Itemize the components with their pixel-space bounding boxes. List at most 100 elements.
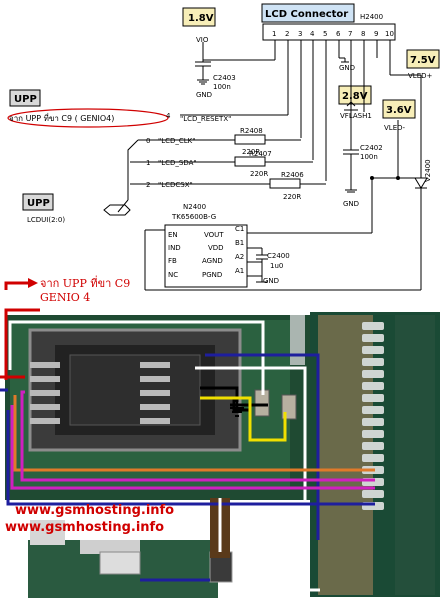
connector-title: LCD Connector	[265, 9, 348, 20]
chip-pin-vdd: VDD	[208, 244, 224, 252]
gnd-label-4: GND	[263, 277, 279, 285]
flex-pad	[362, 346, 384, 354]
cap-c2403-name: C2403	[213, 74, 236, 82]
chip-part: TK65600B-G	[171, 213, 216, 221]
connector-pads-right	[140, 362, 170, 424]
chip-pad-b1: B1	[235, 239, 244, 247]
connector-pin-number: 4	[310, 30, 315, 38]
flex-pad	[362, 382, 384, 390]
csx-label: "LCDCSX"	[158, 181, 193, 189]
watermark-line2: www.gsmhosting.info	[5, 520, 164, 535]
led-ref: V2400	[424, 159, 432, 182]
voltage-tag-1v8: 1.8V	[188, 13, 214, 24]
voltage-tag-7v5: 7.5V	[410, 55, 436, 66]
photo-ground-symbol	[230, 402, 244, 417]
flex-pad	[362, 322, 384, 330]
connector-pin-number: 6	[336, 30, 341, 38]
cap-c2400-value: 1u0	[270, 262, 283, 270]
connector-pin-number: 2	[285, 30, 289, 38]
connector-pin-number: 5	[323, 30, 327, 38]
connector-pin-number: 3	[298, 30, 302, 38]
chip-pin-ind: IND	[168, 244, 181, 252]
flex-pad	[362, 334, 384, 342]
chip-pin-agnd: AGND	[202, 257, 223, 265]
upp-tag-1	[9, 89, 41, 107]
flex-cable-pads	[362, 322, 384, 510]
pcb-pad	[30, 376, 60, 382]
genio4-note: จาก UPP ที่ขา C9 ( GENIO4)	[9, 112, 114, 123]
photo-note-line1: จาก UPP ที่ขา C9	[40, 275, 130, 290]
csx-pin: 2	[146, 181, 150, 189]
chip-pin-vout: VOUT	[204, 231, 224, 239]
schematic-labels: 1.8V LCD Connector H2400 VIO C2403 100n …	[9, 9, 436, 285]
flex-pad	[362, 418, 384, 426]
vio-label: VIO	[196, 36, 209, 44]
connector-pin-number: 1	[272, 30, 276, 38]
r2406-value: 220R	[283, 193, 301, 201]
connector-ref: H2400	[360, 13, 383, 21]
pcb-pad	[30, 404, 60, 410]
pcb-pad	[30, 362, 60, 368]
arrow-head	[28, 278, 38, 288]
vflash-label: VFLASH1	[340, 112, 372, 120]
lcdui-label: LCDUI(2:0)	[27, 216, 65, 224]
schematic	[103, 3, 440, 291]
chip-ref: N2400	[183, 203, 206, 211]
sda-label: "LCD_SDA"	[158, 159, 197, 167]
pcb-pad	[140, 390, 170, 396]
sda-pin: 1	[146, 159, 150, 167]
flex-pad	[362, 430, 384, 438]
trace-overlay	[0, 308, 375, 592]
chip-pad-a1: A1	[235, 267, 244, 275]
genio4-highlight	[7, 108, 169, 128]
pcb-pad	[140, 376, 170, 382]
resetx-pin: 4	[166, 112, 171, 120]
vled-minus-label: VLED-	[384, 124, 406, 132]
pcb-pad	[140, 362, 170, 368]
gnd-label-3: GND	[343, 200, 359, 208]
pcb-pad	[30, 390, 60, 396]
chip-pad-c1: C1	[235, 225, 244, 233]
r2408-value: 220R	[242, 148, 260, 156]
flex-pad	[362, 454, 384, 462]
pcb-photo	[0, 305, 443, 600]
connector-pin-number: 7	[348, 30, 352, 38]
clk-pin: 0	[146, 137, 150, 145]
upp-tag-2	[22, 193, 54, 211]
flex-pad	[362, 490, 384, 498]
r2406-name: R2406	[281, 171, 304, 179]
photo-note-line2: GENIO 4	[40, 291, 90, 304]
cap-c2400-name: C2400	[267, 252, 290, 260]
flex-pad	[362, 442, 384, 450]
chip-pin-nc: NC	[168, 271, 178, 279]
r2408-name: R2408	[240, 127, 263, 135]
clk-label: "LCD_CLK"	[158, 137, 196, 145]
voltage-tag-2v8: 2.8V	[342, 91, 368, 102]
upp-label-2: UPP	[27, 198, 50, 209]
flex-pad	[362, 370, 384, 378]
upp-label-1: UPP	[14, 94, 37, 105]
arrow-line	[4, 281, 28, 290]
voltage-tag-3v6: 3.6V	[386, 105, 412, 116]
resetx-label: "LCD_RESETX"	[180, 115, 231, 123]
connector-pin-number: 8	[361, 30, 365, 38]
gnd-label-2: GND	[339, 64, 355, 72]
flex-pad	[362, 406, 384, 414]
gnd-label-1: GND	[196, 91, 212, 99]
pcb-pad	[30, 418, 60, 424]
r2407-name: R2407	[249, 150, 272, 158]
pcb-pad	[140, 418, 170, 424]
cap-c2402-value: 100n	[360, 153, 378, 161]
r2407-value: 220R	[250, 170, 268, 178]
watermark-line1: www.gsmhosting.info	[15, 503, 174, 518]
connector-pin-number: 10	[385, 30, 394, 38]
vled-plus-label: VLED+	[408, 72, 433, 80]
pcb-pad	[140, 404, 170, 410]
cap-c2403-value: 100n	[213, 83, 231, 91]
chip-pin-fb: FB	[168, 257, 177, 265]
cap-c2402-name: C2402	[360, 144, 383, 152]
chip-pin-pgnd: PGND	[202, 271, 222, 279]
connector-pads-left	[30, 362, 60, 424]
